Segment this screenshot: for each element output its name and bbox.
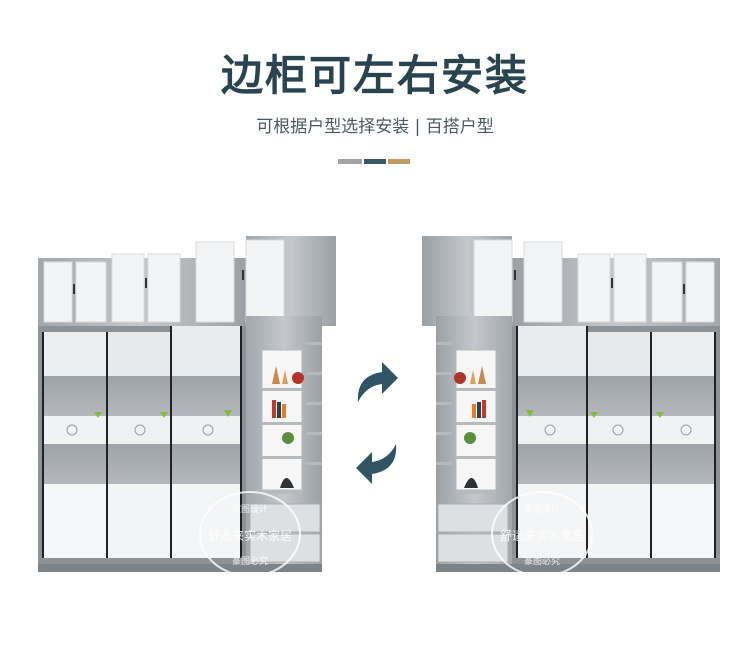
- divider-segment-teal: [364, 159, 386, 164]
- side-cabinet-open-shelves: [261, 349, 303, 491]
- top-doors: [43, 239, 285, 323]
- wardrobe-side-cabinet-left: [422, 236, 720, 572]
- base-plinth: [38, 564, 322, 572]
- watermark-center: 舒适来实木家居: [208, 528, 292, 543]
- watermark-arc-top: 家图设计: [524, 503, 560, 515]
- wardrobe-side-cabinet-right: [38, 236, 336, 572]
- watermark-seal-right: 家图设计 舒适来实木家居 篆图必究: [491, 491, 593, 577]
- watermark-arc-bottom: 篆图必究: [232, 555, 268, 567]
- swirl-decorations: [66, 424, 214, 436]
- sliding-doors: [44, 326, 240, 558]
- page-subtitle: 可根据户型选择安装 | 百搭户型: [256, 117, 494, 137]
- side-cabinet-shelves: [262, 388, 302, 494]
- divider-segment-gray: [338, 159, 362, 164]
- page-title: 边柜可左右安装: [220, 51, 529, 100]
- door-frames: [42, 326, 242, 558]
- curved-arrow-right-icon: [357, 362, 398, 402]
- watermark-center: 舒适来实木家居: [500, 528, 584, 543]
- watermark-arc-top: 家图设计: [232, 503, 268, 515]
- top-door-handles: [73, 270, 244, 294]
- side-cabinet-drawers: [249, 503, 321, 563]
- watermark-seal-left: 家图设计 舒适来实木家居 篆图必究: [199, 491, 301, 577]
- divider-segment-gold: [388, 159, 410, 164]
- shelf-ornaments: [272, 366, 304, 488]
- watermark-arc-bottom: 篆图必究: [524, 555, 560, 567]
- leaf-decorations: [94, 410, 232, 418]
- corner-shelves-outer: [306, 342, 322, 465]
- curved-arrow-left-icon: [356, 444, 397, 484]
